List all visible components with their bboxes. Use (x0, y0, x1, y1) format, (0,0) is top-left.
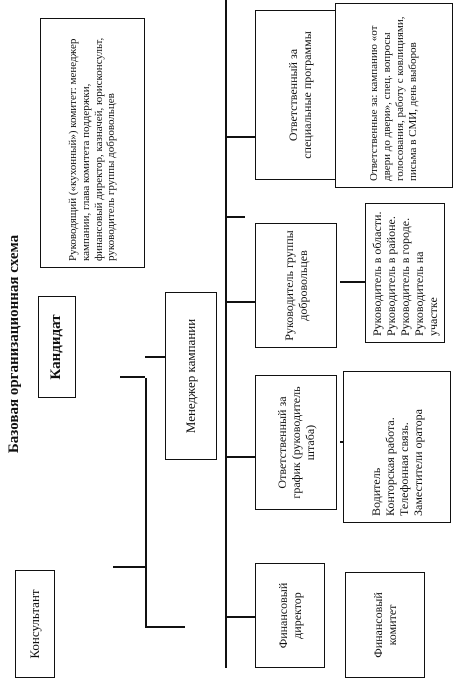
connector-line (225, 0, 227, 668)
special-programs-head-box: Ответственный за специальные программы (255, 10, 345, 180)
finance-committee-box: Финансовый комитет (345, 572, 425, 678)
volunteer-head-box: Руководитель группы добровольцев (255, 223, 337, 348)
connector-line (120, 376, 145, 378)
schedule-staff-item: Телефонная связь. (397, 422, 411, 516)
steering-committee-text: Руководящий («кухонный») комитет: менедж… (66, 37, 118, 261)
volunteer-staff-item: Руководитель в области. (369, 211, 384, 336)
volunteer-staff-item: Руководитель в городе. (397, 217, 412, 336)
consultant-box: Консультант (15, 570, 55, 678)
connector-line (145, 626, 185, 628)
candidate-label: Кандидат (48, 314, 65, 380)
connector-line (225, 216, 245, 218)
finance-director-label: Финансовый директор (275, 582, 304, 649)
finance-committee-label: Финансовый комитет (370, 592, 399, 658)
volunteer-staff-item: Руководитель на участке (412, 251, 441, 336)
special-programs-staff-box: Ответственные за: кампанию «от двери до … (335, 3, 453, 188)
connector-line (225, 136, 255, 138)
connector-line (340, 281, 365, 283)
volunteer-staff-item: Руководитель в районе. (383, 216, 398, 336)
connector-line (225, 616, 255, 618)
consultant-label: Консультант (27, 589, 43, 659)
connector-line (145, 378, 147, 628)
campaign-manager-box: Менеджер кампании (165, 292, 217, 460)
schedule-staff-item: Заместители оратора (411, 409, 426, 516)
connector-line (145, 356, 165, 358)
volunteer-staff-box: Руководитель в области. Руководитель в р… (365, 203, 445, 343)
candidate-box: Кандидат (38, 296, 76, 398)
finance-director-box: Финансовый директор (255, 563, 325, 668)
schedule-staff-item: Водитель (368, 467, 383, 516)
schedule-staff-box: Водитель Конторская работа. Телефонная с… (343, 371, 451, 523)
special-programs-head-label: Ответственный за специальные программы (285, 31, 314, 159)
schedule-head-label: Ответственный за график (руководитель шт… (274, 386, 318, 499)
volunteer-head-label: Руководитель группы добровольцев (281, 230, 310, 341)
campaign-manager-label: Менеджер кампании (183, 318, 199, 434)
connector-line (225, 456, 255, 458)
special-programs-staff-text: Ответственные за: кампанию «от двери до … (368, 16, 419, 181)
schedule-head-box: Ответственный за график (руководитель шт… (255, 375, 337, 510)
connector-line (225, 301, 255, 303)
schedule-staff-item: Конторская работа. (382, 417, 397, 516)
connector-line (113, 566, 145, 568)
steering-committee-box: Руководящий («кухонный») комитет: менедж… (40, 18, 145, 268)
